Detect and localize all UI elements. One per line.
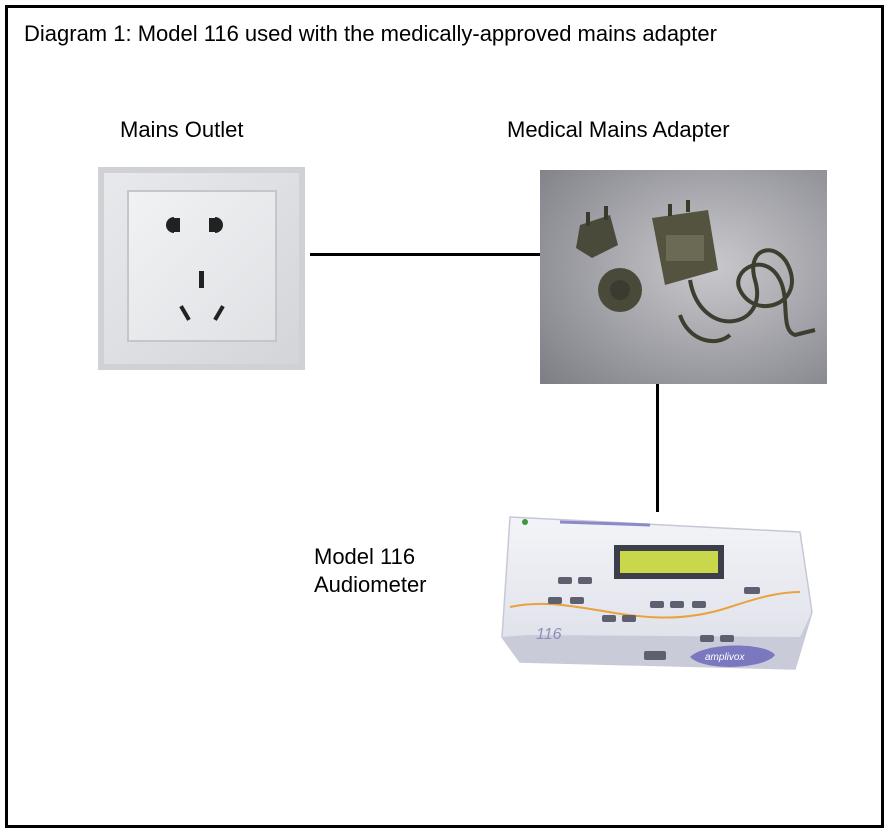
medical-mains-adapter-label: Medical Mains Adapter (507, 117, 730, 142)
adapter-to-audiometer-connector (656, 382, 659, 512)
medical-mains-adapter-photo (540, 170, 827, 384)
mains-outlet-photo (98, 167, 305, 370)
audiometer-label-line2: Audiometer (314, 572, 427, 597)
diagram-title: Diagram 1: Model 116 used with the medic… (24, 21, 717, 46)
diagram-frame (5, 5, 884, 828)
audiometer-model-text: 116 (536, 626, 562, 643)
outlet-to-adapter-connector (310, 253, 542, 256)
audiometer-label: Model 116 Audiometer (314, 543, 427, 599)
audiometer-label-line1: Model 116 (314, 544, 416, 569)
mains-outlet-label: Mains Outlet (120, 117, 244, 142)
audiometer-brand-text: amplivox (705, 652, 745, 663)
audiometer-photo: 116 amplivox (501, 516, 813, 670)
